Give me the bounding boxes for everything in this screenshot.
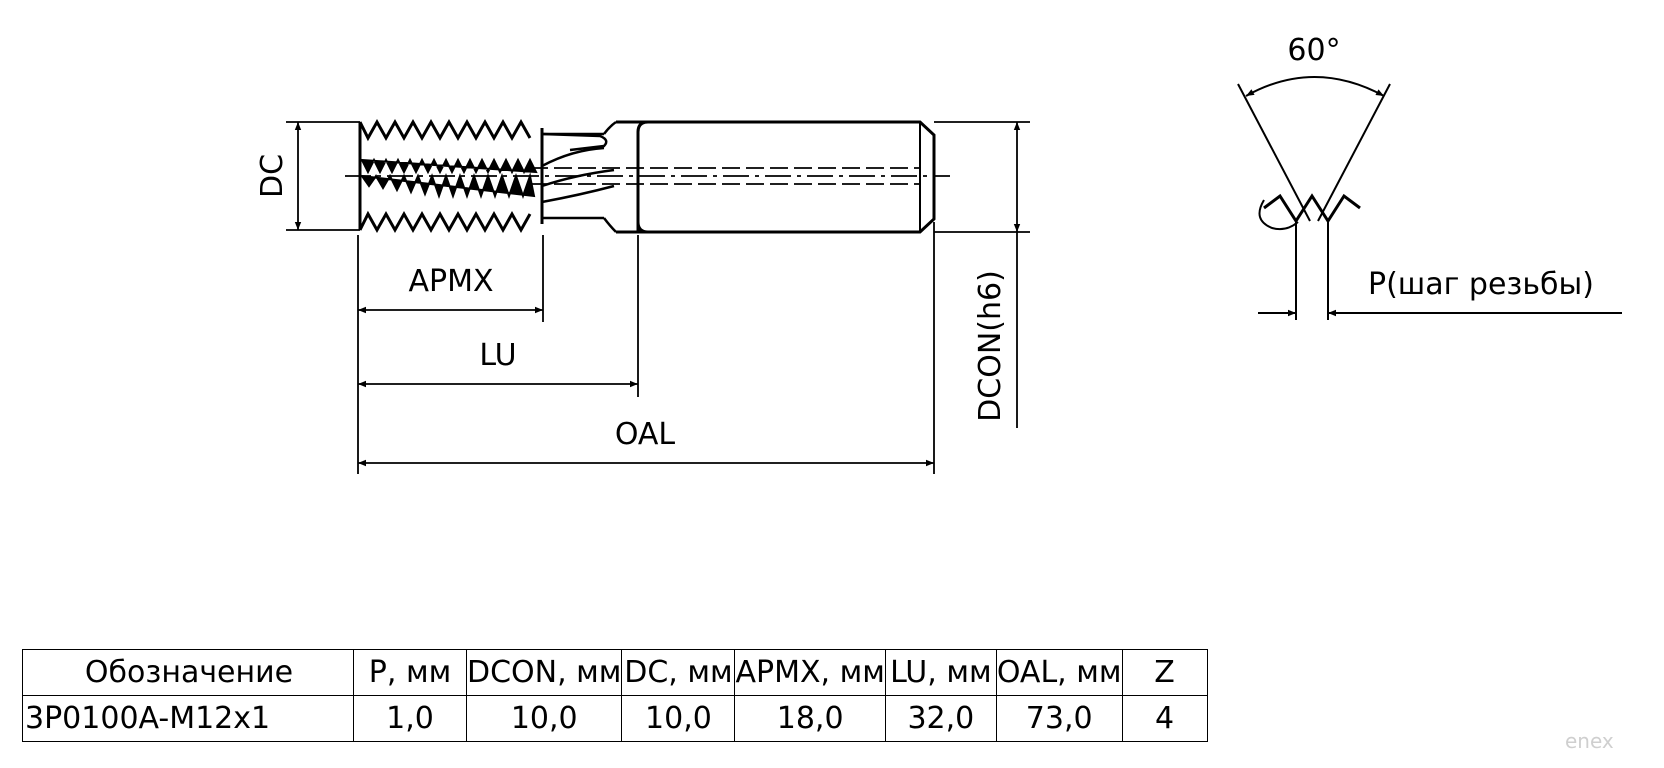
angle-label: 60° bbox=[1287, 33, 1340, 68]
spec-table: Обозначение P, мм DCON, мм DC, мм APMX, … bbox=[22, 649, 1208, 742]
dcon-label: DCON(h6) bbox=[973, 270, 1008, 422]
lu-label: LU bbox=[479, 338, 516, 373]
cell-lu: 32,0 bbox=[884, 695, 997, 742]
cell-dc: 10,0 bbox=[621, 695, 736, 742]
cell-z: 4 bbox=[1121, 695, 1208, 742]
shank-outline bbox=[636, 120, 936, 234]
cell-designation: 3P0100A-M12x1 bbox=[22, 695, 354, 742]
neck-flutes bbox=[541, 120, 617, 233]
header-p: P, мм bbox=[353, 649, 467, 696]
apmx-label: APMX bbox=[408, 264, 493, 299]
tool-body bbox=[358, 118, 936, 234]
cell-apmx: 18,0 bbox=[734, 695, 886, 742]
hidden-lines bbox=[345, 167, 950, 185]
thread-top-profile bbox=[358, 118, 532, 142]
table-row: 3P0100A-M12x1 1,0 10,0 10,0 18,0 32,0 73… bbox=[22, 695, 1208, 742]
dc-label: DC bbox=[255, 154, 290, 198]
thread-middle-flute bbox=[359, 157, 538, 200]
rotation-arc bbox=[1258, 199, 1299, 231]
angle-arc bbox=[1245, 76, 1385, 97]
oal-label: OAL bbox=[615, 417, 676, 452]
dimension-lines bbox=[286, 121, 1030, 474]
thread-teeth bbox=[1263, 193, 1361, 224]
header-z: Z bbox=[1121, 649, 1208, 696]
watermark-logo: enex bbox=[1565, 729, 1614, 753]
header-lu: LU, мм bbox=[884, 649, 997, 696]
header-dcon: DCON, мм bbox=[465, 649, 623, 696]
header-oal: OAL, мм bbox=[995, 649, 1123, 696]
thread-bottom-profile bbox=[358, 210, 532, 234]
pitch-label: P(шаг резьбы) bbox=[1368, 267, 1594, 302]
thread-profile-detail bbox=[1237, 76, 1622, 320]
table-header-row: Обозначение P, мм DCON, мм DC, мм APMX, … bbox=[22, 649, 1208, 696]
cell-oal: 73,0 bbox=[995, 695, 1123, 742]
cell-dcon: 10,0 bbox=[465, 695, 623, 742]
header-apmx: APMX, мм bbox=[734, 649, 886, 696]
header-dc: DC, мм bbox=[621, 649, 736, 696]
cell-p: 1,0 bbox=[353, 695, 467, 742]
header-designation: Обозначение bbox=[22, 649, 354, 696]
